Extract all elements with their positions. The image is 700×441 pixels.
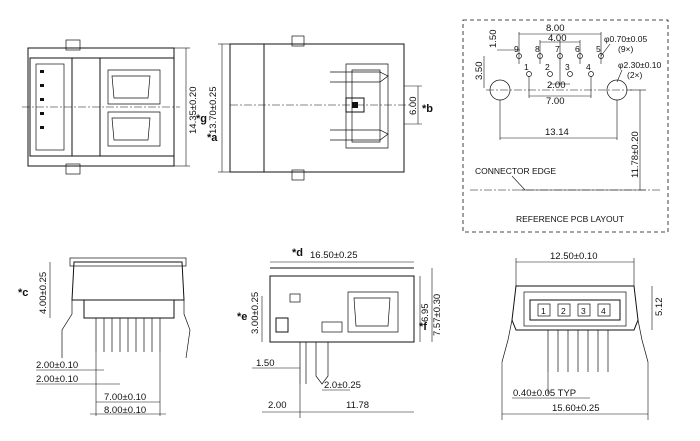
dim-14-35: 14.35±0.20 [188, 87, 199, 134]
dim-6-95: 6.95 [420, 304, 431, 323]
label-e: *e [237, 311, 247, 323]
svg-text:1: 1 [524, 62, 529, 72]
svg-text:8: 8 [535, 44, 540, 54]
svg-text:2: 2 [545, 62, 550, 72]
label-b: *b [422, 103, 433, 115]
dim-6-00: 6.00 [408, 97, 419, 116]
dim-hole-small-qty: (9×) [618, 44, 634, 54]
dim-1-50-top: 1.50 [488, 30, 499, 49]
dim-8-00: 8.00 [546, 23, 565, 34]
dim-12-50: 12.50±0.10 [550, 251, 597, 262]
dim-2-00-bot: 2.00 [268, 400, 287, 411]
dim-hole-big-qty: (2×) [627, 70, 643, 80]
dim-4-00: 4.00 [548, 33, 567, 44]
dim-15-60: 15.60±0.25 [552, 403, 599, 414]
dim-hole-big: φ2.30±0.10 [618, 60, 662, 70]
front-view-bottom-left: 4.00±0.25 *c 2.00±0.10 2.00±0.10 7.00±0.… [18, 257, 191, 416]
front-view-bottom-right: 1 2 3 4 12.50±0.10 5.12 0.40±0.05 TYP [501, 251, 665, 420]
svg-text:9: 9 [514, 44, 519, 54]
dim-2-00-b: 2.00±0.10 [36, 374, 78, 385]
dim-2-00-a: 2.00±0.10 [36, 360, 78, 371]
dim-7-57: 7.57±0.30 [432, 294, 443, 336]
label-c: *c [18, 287, 28, 299]
pcb-pin-numbers: 9 8 7 6 5 1 2 3 4 [514, 44, 601, 72]
dim-13-70: 13.70±0.25 [208, 87, 219, 134]
dim-11-78-top: 11.78±0.20 [630, 131, 641, 178]
label-g: *g [196, 113, 207, 125]
reference-pcb-layout-label: REFERENCE PCB LAYOUT [516, 214, 624, 224]
dim-3-50: 3.50 [474, 62, 485, 81]
front-pin-numbers: 1 2 3 4 [541, 306, 606, 316]
label-f: *f [419, 321, 427, 333]
dim-2-0: 2.0±0.25 [324, 380, 361, 391]
side-view-top-left: 14.35±0.20 *g [22, 39, 207, 175]
side-view-bottom-center: *d 16.50±0.25 3.00±0.25 *e 6.95 7.57±0.3… [237, 247, 443, 418]
svg-text:7: 7 [555, 44, 560, 54]
svg-text:5: 5 [596, 44, 601, 54]
label-a: *a [207, 132, 218, 144]
svg-text:3: 3 [565, 62, 570, 72]
dim-7-00-bot: 7.00±0.10 [104, 392, 146, 403]
svg-text:2: 2 [561, 306, 566, 316]
svg-text:1: 1 [541, 306, 546, 316]
dim-7-00-top: 7.00 [546, 96, 565, 107]
dim-5-12: 5.12 [654, 298, 665, 317]
top-view-center: 13.70±0.25 *a 6.00 *b [207, 35, 433, 181]
svg-text:3: 3 [581, 306, 586, 316]
pcb-small-holes [516, 53, 604, 77]
dim-hole-small: φ0.70±0.05 [604, 34, 648, 44]
dim-8-00-bot: 8.00±0.10 [104, 405, 146, 416]
dim-4-00-side: 4.00±0.25 [38, 272, 49, 314]
dim-16-50: 16.50±0.25 [310, 250, 357, 261]
dim-11-78-bot: 11.78 [346, 400, 369, 411]
dim-13-14: 13.14 [545, 127, 569, 138]
dim-0-40: 0.40±0.05 TYP [513, 388, 576, 399]
dim-3-00: 3.00±0.25 [250, 292, 261, 334]
dim-2-00-top: 2.00 [547, 80, 566, 91]
label-d: *d [292, 247, 303, 259]
reference-pcb-layout: 8.00 4.00 1.50 3.50 9 8 7 6 [462, 19, 669, 233]
svg-text:4: 4 [601, 306, 606, 316]
dim-1-50-bot: 1.50 [256, 358, 275, 369]
svg-text:6: 6 [575, 44, 580, 54]
connector-edge-label: CONNECTOR EDGE [475, 166, 556, 176]
svg-text:4: 4 [586, 62, 591, 72]
